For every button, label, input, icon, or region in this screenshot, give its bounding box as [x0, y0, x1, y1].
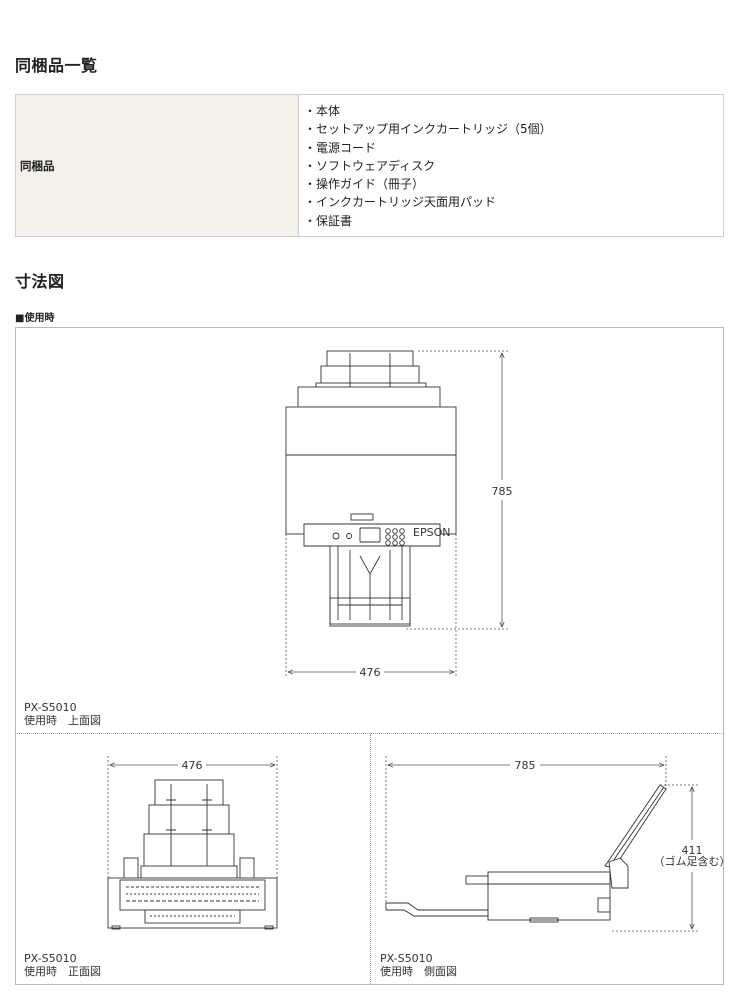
side-view-caption: PX-S5010 使用時 側面図	[380, 952, 457, 978]
bundle-item: ・操作ガイド（冊子）	[304, 177, 425, 192]
top-view-depth-label: 785	[492, 485, 513, 498]
top-view-width-label: 476	[360, 666, 381, 679]
drawing-divider-vertical	[370, 734, 371, 984]
dimension-drawing-frame	[15, 327, 724, 985]
side-view-description: 使用時 側面図	[380, 965, 457, 978]
bundle-heading: 同梱品一覧	[15, 56, 98, 75]
dimensions-heading: 寸法図	[15, 272, 65, 291]
front-view-caption: PX-S5010 使用時 正面図	[24, 952, 101, 978]
top-view-model: PX-S5010	[24, 701, 77, 714]
bundle-item: ・ソフトウェアディスク	[304, 158, 436, 173]
front-view-width-label: 476	[182, 759, 203, 772]
front-view-model: PX-S5010	[24, 952, 77, 965]
top-view-description: 使用時 上面図	[24, 714, 101, 727]
side-view-height-label: 411	[682, 844, 703, 857]
bundle-item: ・セットアップ用インクカートリッジ（5個）	[304, 122, 552, 137]
drawing-divider-horizontal	[15, 733, 724, 734]
front-view-dimensions	[107, 756, 278, 880]
brand-mark: EPSON	[413, 526, 450, 539]
top-view-dimensions	[285, 350, 508, 676]
side-view-height-note: （ゴム足含む）	[654, 854, 731, 868]
side-view-dimensions	[385, 756, 698, 932]
printer-side-view	[385, 784, 667, 923]
bundle-row-label: 同梱品	[16, 95, 299, 236]
printer-front-view	[107, 779, 278, 930]
printer-top-view	[285, 350, 457, 627]
bundle-table: 同梱品 ・本体 ・セットアップ用インクカートリッジ（5個） ・電源コード ・ソフ…	[15, 94, 724, 237]
front-view-description: 使用時 正面図	[24, 965, 101, 978]
side-view-model: PX-S5010	[380, 952, 433, 965]
bundle-item: ・インクカートリッジ天面用パッド	[304, 195, 497, 210]
bundle-item: ・本体	[304, 104, 341, 118]
side-view-depth-label: 785	[515, 759, 536, 772]
top-view-caption: PX-S5010 使用時 上面図	[24, 701, 101, 727]
bundle-item: ・電源コード	[304, 140, 377, 155]
bundle-item: ・保証書	[304, 213, 353, 228]
bundle-items-list: ・本体 ・セットアップ用インクカートリッジ（5個） ・電源コード ・ソフトウェア…	[299, 95, 723, 236]
in-use-subheading: ■使用時	[15, 313, 55, 324]
